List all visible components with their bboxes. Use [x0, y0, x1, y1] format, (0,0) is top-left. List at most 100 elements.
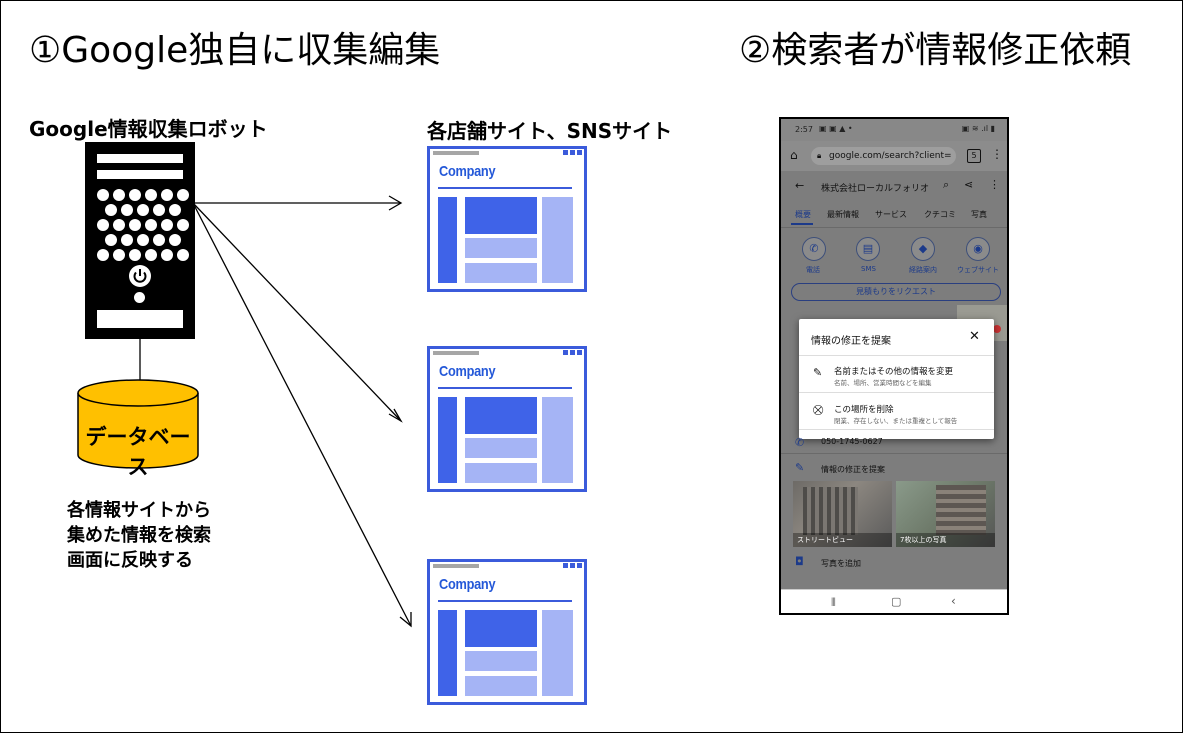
lock-icon: 🔒︎ — [817, 151, 822, 160]
option-edit-sub: 名前、場所、営業時間などを編集 — [834, 379, 932, 387]
url-bar[interactable]: 🔒︎ google.com/search?client= — [811, 147, 956, 165]
action-website-label: ウェブサイト — [957, 266, 999, 274]
server-vent-dot — [121, 234, 133, 246]
recent-apps-icon[interactable]: ⦀ — [831, 596, 836, 609]
server-vent-dot — [161, 219, 173, 231]
android-nav-bar: ⦀ ▢ ‹ — [781, 589, 1007, 613]
server-vent-dot — [153, 204, 165, 216]
tab-count-button[interactable]: 5 — [967, 149, 981, 163]
description-line-1: 各情報サイトから — [67, 500, 211, 521]
option-remove-sub: 閉業、存在しない、または重複として報告 — [834, 417, 958, 425]
server-vent-dot — [97, 219, 109, 231]
browser-toolbar: ⌂ 🔒︎ google.com/search?client= 5 ⋮ — [781, 141, 1007, 171]
server-vent-dot — [137, 204, 149, 216]
server-vent-dot — [177, 219, 189, 231]
arrow-to-site-2 — [192, 202, 402, 422]
photos-thumbnail[interactable]: 7枚以上の写真 — [896, 481, 995, 547]
server-vent-dot — [113, 249, 125, 261]
server-vent-dot — [129, 219, 141, 231]
quote-request-button[interactable]: 見積もりをリクエスト — [791, 283, 1001, 301]
site-brand: Company — [439, 576, 496, 593]
pencil-icon: ✎ — [813, 366, 823, 379]
sms-icon[interactable]: ▤ — [856, 237, 880, 261]
sites-label: 各店舗サイト、SNSサイト — [427, 119, 673, 143]
server-vent-dot — [145, 189, 157, 201]
description-line-3: 画面に反映する — [67, 550, 193, 571]
tab-reviews[interactable]: クチコミ — [924, 210, 956, 219]
tab-photos[interactable]: 写真 — [971, 210, 987, 219]
server-vent-dot — [121, 204, 133, 216]
directions-icon[interactable]: ◆ — [911, 237, 935, 261]
phone-call-icon[interactable]: ✆ — [802, 237, 826, 261]
server-vent-dot — [161, 249, 173, 261]
site-card-3: Company — [427, 559, 587, 705]
search-icon[interactable]: ⌕ — [943, 178, 950, 191]
description-line-2: 集めた情報を検索 — [67, 525, 211, 546]
home-icon[interactable]: ⌂ — [790, 148, 798, 162]
server-robot-icon — [85, 142, 195, 339]
photo2-label: 7枚以上の写真 — [900, 536, 947, 544]
server-vent-dot — [129, 189, 141, 201]
suggest-edit-link[interactable]: 情報の修正を提案 — [821, 465, 885, 474]
more-icon[interactable]: ⋮ — [989, 178, 1000, 191]
phone-icon: ✆ — [795, 436, 805, 449]
business-name: 株式会社ローカルフォリオ — [821, 184, 930, 194]
url-text: google.com/search?client= — [829, 151, 952, 161]
status-time: 2:57 — [795, 125, 813, 134]
camera-icon: ◘ — [795, 555, 804, 568]
power-icon — [129, 265, 151, 287]
tab-services[interactable]: サービス — [875, 210, 907, 219]
tab-overview[interactable]: 概要 — [795, 210, 811, 219]
website-icon[interactable]: ◉ — [966, 237, 990, 261]
server-vent-dot — [177, 189, 189, 201]
server-vent-dot — [169, 204, 181, 216]
server-vent-dot — [129, 249, 141, 261]
option-edit-title: 名前またはその他の情報を変更 — [834, 367, 954, 377]
more-vert-icon[interactable]: ⋮ — [991, 147, 1003, 161]
site-brand: Company — [439, 363, 496, 380]
edit-pencil-icon: ✎ — [795, 461, 805, 474]
server-vent-dot — [113, 219, 125, 231]
server-vent-dot — [145, 249, 157, 261]
dialog-title: 情報の修正を提案 — [811, 336, 891, 347]
robot-label: Google情報収集ロボット — [29, 117, 268, 141]
street-view-photo[interactable]: ストリートビュー — [793, 481, 892, 547]
phone-screenshot: 2:57 ▣ ▣ ▲ • ▣ ≋ .ıl ▮ ⌂ 🔒︎ google.com/s… — [779, 117, 1009, 615]
server-vent-dot — [97, 189, 109, 201]
remove-place-icon: ⛒ — [813, 405, 824, 416]
server-vent-dot — [161, 189, 173, 201]
server-vent-dot — [105, 204, 117, 216]
phone-status-bar: 2:57 ▣ ▣ ▲ • ▣ ≋ .ıl ▮ — [781, 119, 1007, 141]
server-vent-dot — [113, 189, 125, 201]
arrow-to-site-3 — [192, 202, 412, 627]
photo1-label: ストリートビュー — [797, 536, 853, 544]
server-vent-dot — [137, 234, 149, 246]
server-vent-dot — [177, 249, 189, 261]
phone-number: 050-1745-0627 — [821, 437, 883, 446]
close-icon[interactable]: ✕ — [969, 329, 980, 344]
server-vent-dot — [145, 219, 157, 231]
option-remove-title: この場所を削除 — [834, 405, 894, 415]
right-title: ②検索者が情報修正依頼 — [739, 30, 1132, 71]
description: 各情報サイトから 集めた情報を検索 画面に反映する — [67, 498, 211, 573]
action-sms-label: SMS — [861, 265, 876, 273]
database-label: データベース — [85, 425, 191, 479]
suggest-edit-dialog: 情報の修正を提案 ✕ ✎ 名前またはその他の情報を変更 名前、場所、営業時間など… — [799, 319, 994, 439]
share-icon[interactable]: ⋖ — [964, 178, 974, 191]
add-photo-link[interactable]: 写真を追加 — [821, 559, 861, 568]
server-vent-dot — [97, 249, 109, 261]
action-call-label: 電話 — [806, 266, 820, 274]
back-arrow-icon[interactable]: ← — [795, 179, 805, 192]
home-button-icon[interactable]: ▢ — [891, 595, 902, 608]
back-button-icon[interactable]: ‹ — [951, 594, 956, 608]
site-brand: Company — [439, 163, 496, 180]
left-title: ①Google独自に収集編集 — [29, 30, 441, 71]
database-icon: データベース — [77, 379, 199, 479]
site-card-2: Company — [427, 346, 587, 492]
tab-latest[interactable]: 最新情報 — [827, 210, 859, 219]
server-vent-dot — [153, 234, 165, 246]
action-directions-label: 経路案内 — [909, 266, 937, 274]
server-vent-dot — [105, 234, 117, 246]
